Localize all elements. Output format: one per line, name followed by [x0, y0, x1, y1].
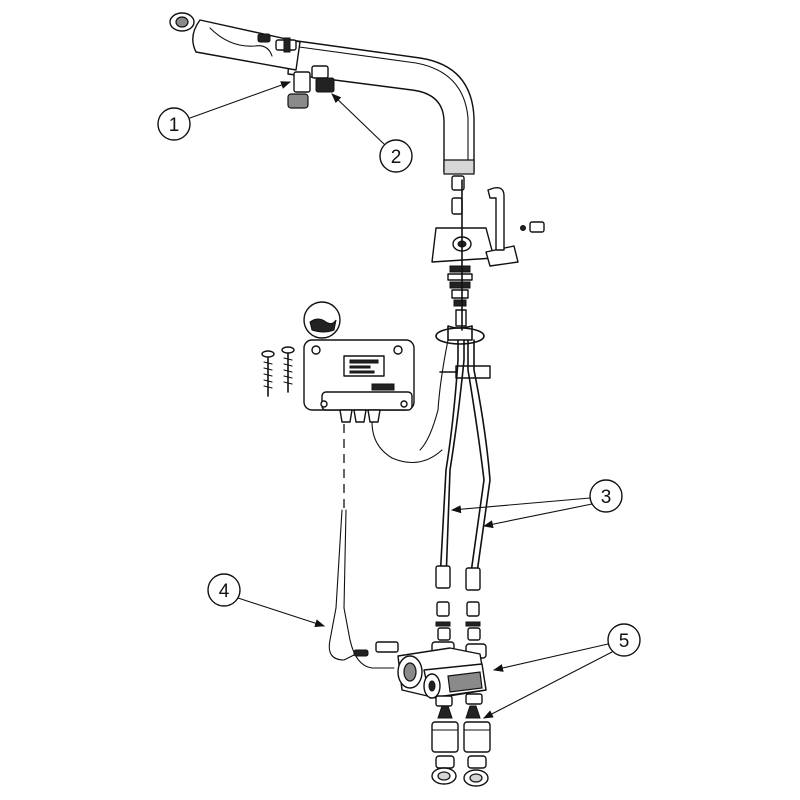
callout-2-label: 2 — [391, 147, 402, 168]
control-box — [261, 301, 415, 423]
lever-body — [431, 186, 545, 267]
callout-1: 1 — [157, 81, 291, 141]
spray-head — [169, 12, 301, 71]
inlet-fittings — [431, 705, 491, 787]
hose-fittings — [435, 565, 481, 641]
sensor-cables — [328, 421, 443, 669]
callout-3: 3 — [451, 479, 623, 529]
callout-4: 4 — [207, 573, 325, 628]
aerator-parts — [287, 65, 335, 109]
callout-4-label: 4 — [219, 581, 230, 602]
mixing-valve — [397, 641, 487, 707]
faucet-spout — [287, 39, 475, 175]
callout-2: 2 — [331, 93, 413, 173]
supply-hoses — [419, 179, 491, 581]
callout-3-label: 3 — [601, 487, 612, 508]
callout-5-label: 5 — [619, 631, 630, 652]
spout-connector — [451, 175, 465, 215]
callout-1-label: 1 — [169, 115, 180, 136]
callout-5: 5 — [483, 623, 641, 719]
